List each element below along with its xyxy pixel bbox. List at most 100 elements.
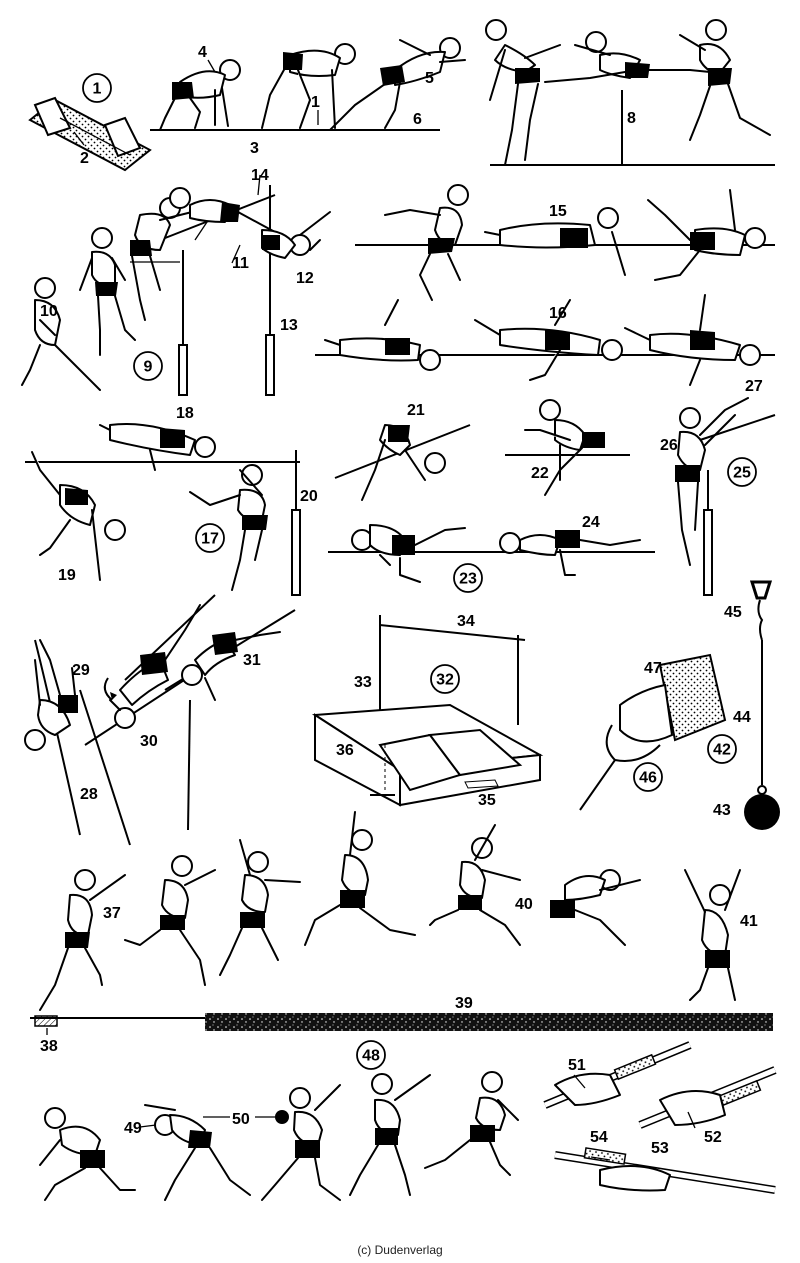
svg-text:32: 32 — [436, 672, 454, 689]
svg-text:9: 9 — [144, 359, 153, 376]
landing-area — [205, 1013, 773, 1031]
label-47: 47 — [644, 660, 662, 677]
label-1b: 1 — [311, 94, 320, 111]
circled-label-9: 9 — [133, 351, 163, 381]
circled-label-1: 1 — [82, 73, 112, 103]
label-31: 31 — [243, 652, 261, 669]
label-3: 3 — [250, 140, 259, 157]
svg-text:48: 48 — [362, 1048, 380, 1065]
jumper-23 — [351, 524, 466, 583]
starting-block — [28, 96, 152, 172]
long-jumper-2 — [124, 855, 216, 986]
circled-label-46: 46 — [633, 762, 663, 792]
label-29: 29 — [72, 662, 90, 679]
label-26: 26 — [660, 437, 678, 454]
jumper-19 — [31, 451, 126, 581]
jumper-rise — [130, 197, 201, 321]
hurdler-clearance — [544, 31, 711, 83]
label-22: 22 — [531, 465, 549, 482]
svg-text:42: 42 — [713, 742, 731, 759]
long-jumper-4 — [304, 811, 416, 946]
label-24: 24 — [582, 514, 600, 531]
svg-text:1: 1 — [93, 81, 102, 98]
shot-putter-4 — [349, 1073, 431, 1196]
jumper-18-flight — [99, 423, 216, 471]
svg-text:46: 46 — [639, 770, 657, 787]
long-jumper-37 — [39, 869, 126, 1011]
label-19: 19 — [58, 567, 76, 584]
hurdler-landing — [679, 19, 771, 141]
roll-landing — [624, 294, 761, 386]
copyright-credit: (c) Dudenverlag — [357, 1243, 443, 1257]
label-20: 20 — [300, 488, 318, 505]
jumper-24 — [499, 530, 641, 576]
label-45: 45 — [724, 604, 742, 621]
label-30: 30 — [140, 733, 158, 750]
straddle-approach — [384, 184, 469, 301]
takeoff-board — [34, 1015, 58, 1027]
jumper-layout — [169, 187, 276, 233]
circled-label-23: 23 — [453, 563, 483, 593]
shot-putter-5 — [424, 1071, 519, 1176]
label-34: 34 — [457, 613, 475, 630]
sprinter-drive — [329, 37, 466, 131]
crossbar-34 — [379, 624, 526, 641]
circled-label-48: 48 — [356, 1040, 386, 1070]
label-52: 52 — [704, 1129, 722, 1146]
label-40: 40 — [515, 896, 533, 913]
label-13: 13 — [280, 317, 298, 334]
javelin-grip-52 — [638, 1066, 777, 1129]
long-jumper-40 — [429, 824, 521, 946]
hammer-hand-grip — [579, 653, 727, 811]
label-15: 15 — [549, 203, 567, 220]
svg-text:25: 25 — [733, 465, 751, 482]
label-51: 51 — [568, 1057, 586, 1074]
label-35: 35 — [478, 792, 496, 809]
hurdler-approach — [485, 19, 561, 166]
sprinter-set — [261, 43, 356, 129]
circled-label-17: 17 — [195, 523, 225, 553]
label-18: 18 — [176, 405, 194, 422]
label-50: 50 — [232, 1111, 250, 1128]
label-16: 16 — [549, 305, 567, 322]
vaulter-29 — [24, 639, 78, 751]
sprinter-crouch — [159, 59, 241, 131]
jumper-17 — [189, 464, 268, 591]
label-21: 21 — [407, 402, 425, 419]
label-5: 5 — [425, 70, 434, 87]
shot-putter-50 — [261, 1084, 341, 1201]
straddle-landing — [647, 189, 766, 281]
bar-25 — [699, 414, 776, 441]
javelin-grip-51 — [543, 1041, 692, 1109]
label-11: 11 — [232, 255, 249, 272]
circled-label-42: 42 — [707, 734, 737, 764]
jumper-26 — [675, 397, 749, 566]
label-28: 28 — [80, 786, 98, 803]
label-41: 41 — [740, 913, 758, 930]
roll-approach — [324, 299, 441, 371]
vaulter-31 — [181, 631, 281, 701]
long-jumper-3 — [219, 839, 301, 976]
label-39: 39 — [455, 995, 473, 1012]
label-14: 14 — [251, 167, 269, 184]
label-44: 44 — [733, 709, 751, 726]
label-10: 10 — [40, 303, 58, 320]
javelin-grip-53 — [554, 1147, 776, 1194]
vaulter-30 — [103, 604, 201, 729]
hammer-head — [744, 794, 780, 830]
vault-landing-pit — [311, 615, 544, 807]
jumper-21 — [361, 424, 446, 501]
label-37: 37 — [103, 905, 121, 922]
label-54: 54 — [590, 1129, 608, 1146]
shot-putter-1 — [39, 1107, 136, 1201]
circled-label-32: 32 — [430, 664, 460, 694]
straddle-layout — [484, 207, 626, 276]
label-43: 43 — [713, 802, 731, 819]
jumper-takeoff — [79, 227, 136, 356]
jumper-walkup — [21, 277, 101, 391]
circled-label-25: 25 — [727, 457, 757, 487]
label-36: 36 — [336, 742, 354, 759]
label-4: 4 — [198, 44, 207, 61]
shot-putter-49 — [144, 1104, 251, 1201]
